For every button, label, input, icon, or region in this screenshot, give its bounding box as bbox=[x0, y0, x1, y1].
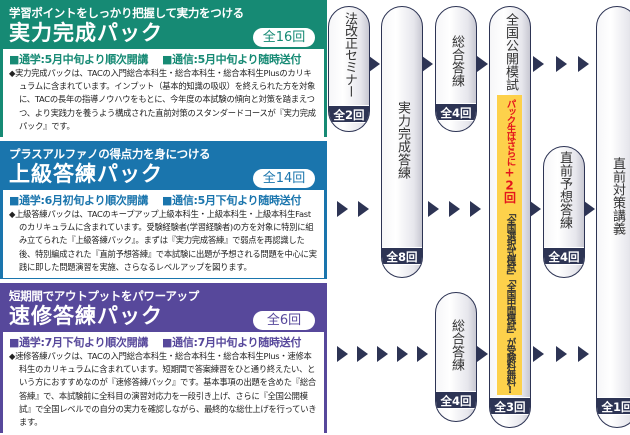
pack-jitsuryoku-kansei: 学習ポイントをしっかり把握して実力をつける 実力完成パック 全16回 ■通学:5… bbox=[0, 0, 327, 138]
banner-red-text: パック生はさらに bbox=[504, 99, 516, 166]
pack-count-badge: 全14回 bbox=[253, 169, 315, 188]
flow-label: 実力完成答練 bbox=[395, 101, 410, 179]
arrow-right-icon bbox=[449, 201, 460, 217]
schedule-mail: ■通信:5月中旬より随時送付 bbox=[162, 53, 302, 66]
arrow-right-icon bbox=[530, 201, 541, 217]
pack-jokyu-toren: プラスアルファノの得点力を身につける 上級答練パック 全14回 ■通学:6月初旬… bbox=[0, 141, 327, 279]
flow-count-badge: 全4回 bbox=[544, 247, 584, 265]
arrow-right-icon bbox=[417, 346, 428, 362]
pack-body: ■通学:5月中旬より順次開講 ■通信:5月中旬より随時送付 ◆実力完成パックは、T… bbox=[3, 49, 324, 138]
banner-dark-text: 「全国選択式模試」「全国中間模試」が受験料無料! bbox=[504, 208, 516, 395]
pack-title: 実力完成パック bbox=[9, 21, 163, 45]
arrow-right-icon bbox=[584, 201, 595, 217]
pack-subtitle: 学習ポイントをしっかり把握して実力をつける bbox=[9, 6, 244, 20]
pack-body: ■通学:6月初旬より順次開講 ■通信:5月下旬より随時送付 ◆上級答練パックは、T… bbox=[3, 190, 324, 279]
schedule-class: ■通学:7月下旬より順次開講 bbox=[9, 336, 149, 349]
pack-header: プラスアルファノの得点力を身につける 上級答練パック 全14回 bbox=[3, 144, 324, 190]
arrow-right-icon bbox=[533, 56, 544, 72]
arrow-right-icon bbox=[533, 346, 544, 362]
flow-label: 総合答練 bbox=[449, 319, 464, 371]
flow-sogo-top: 総合答練 全4回 bbox=[435, 6, 477, 132]
arrow-right-icon bbox=[470, 201, 481, 217]
flow-label: 全国公開模試 bbox=[503, 13, 518, 91]
banner-plus2: +2回 bbox=[502, 165, 517, 203]
pack-count-badge: 全16回 bbox=[253, 28, 315, 47]
schedule-class: ■通学:6月初旬より順次開講 bbox=[9, 194, 149, 207]
flow-count-badge: 全1回 bbox=[597, 397, 630, 415]
arrow-right-icon bbox=[428, 201, 439, 217]
schedule-mail: ■通信:5月下旬より随時送付 bbox=[162, 194, 302, 207]
pack-subtitle: プラスアルファノの得点力を身につける bbox=[9, 147, 211, 161]
flow-count-badge: 全4回 bbox=[436, 103, 476, 121]
arrow-right-icon bbox=[357, 346, 368, 362]
flow-count-badge: 全2回 bbox=[329, 105, 369, 123]
flow-sogo-bottom: 総合答練 全4回 bbox=[435, 292, 477, 422]
arrow-right-icon bbox=[369, 56, 380, 72]
flow-yoso: 直前予想答練 全4回 bbox=[543, 146, 585, 278]
pack-subtitle: 短期間でアウトプットをパワーアップ bbox=[9, 289, 199, 303]
pack-header: 短期間でアウトプットをパワーアップ 速修答練パック 全6回 bbox=[3, 286, 324, 332]
flow-label: 総合答練 bbox=[449, 35, 464, 87]
banner-highlight: パック生はさらに+2回 bbox=[503, 99, 517, 202]
pack-description: ◆速修答練パックは、TACの入門総合本科生・総合本科生・総合本科生Plus・速修… bbox=[9, 351, 317, 428]
schedule-class: ■通学:5月中旬より順次開講 bbox=[9, 53, 149, 66]
pack-sokushu-toren: 短期間でアウトプットをパワーアップ 速修答練パック 全6回 ■通学:7月下旬より… bbox=[0, 283, 327, 434]
arrow-right-icon bbox=[337, 201, 348, 217]
arrow-right-icon bbox=[556, 346, 567, 362]
pack-title: 上級答練パック bbox=[9, 162, 163, 186]
arrow-right-icon bbox=[578, 56, 589, 72]
arrow-right-icon bbox=[477, 346, 488, 362]
pack-description: ◆実力完成パックは、TACの入門総合本科生・総合本科生・総合本科生Plusのカリ… bbox=[9, 68, 316, 131]
arrow-right-icon bbox=[578, 346, 589, 362]
flow-label: 法改正セミナー bbox=[342, 12, 357, 98]
pack-schedule: ■通学:5月中旬より順次開講 ■通信:5月中旬より随時送付 bbox=[9, 52, 318, 67]
pack-body: ■通学:7月下旬より順次開講 ■通信:7月中旬より随時送付 ◆速修答練パックは、T… bbox=[3, 332, 324, 434]
arrow-right-icon bbox=[337, 346, 348, 362]
pack-count-badge: 全6回 bbox=[253, 311, 315, 330]
pack-schedule: ■通学:6月初旬より順次開講 ■通信:5月下旬より随時送付 bbox=[9, 193, 318, 208]
flow-count-badge: 全3回 bbox=[490, 397, 530, 415]
flow-label: 直前対策講義 bbox=[610, 157, 625, 235]
flow-seminar: 法改正セミナー 全2回 bbox=[328, 6, 370, 132]
flow-count-badge: 全4回 bbox=[436, 391, 476, 409]
free-exam-banner: パック生はさらに+2回 「全国選択式模試」「全国中間模試」が受験料無料! bbox=[497, 95, 522, 395]
pack-header: 学習ポイントをしっかり把握して実力をつける 実力完成パック 全16回 bbox=[3, 3, 324, 49]
pack-schedule: ■通学:7月下旬より順次開講 ■通信:7月中旬より随時送付 bbox=[9, 335, 318, 350]
arrow-right-icon bbox=[377, 346, 388, 362]
arrow-right-icon bbox=[477, 56, 488, 72]
arrow-right-icon bbox=[422, 56, 433, 72]
flow-mogi: 全国公開模試 パック生はさらに+2回 「全国選択式模試」「全国中間模試」が受験料… bbox=[489, 6, 531, 428]
pack-title: 速修答練パック bbox=[9, 304, 163, 328]
flow-count-badge: 全8回 bbox=[382, 247, 422, 265]
pack-description: ◆上級答練パックは、TACのキープアップ上級本科生・上級本科生・上級本科生Fas… bbox=[9, 209, 317, 272]
flow-taisaku: 直前対策講義 全1回 bbox=[596, 6, 630, 428]
arrow-right-icon bbox=[358, 201, 369, 217]
arrow-right-icon bbox=[397, 346, 408, 362]
arrow-right-icon bbox=[556, 56, 567, 72]
schedule-mail: ■通信:7月中旬より随時送付 bbox=[162, 336, 302, 349]
flow-label: 直前予想答練 bbox=[557, 151, 572, 229]
flow-jitsuryoku: 実力完成答練 全8回 bbox=[381, 6, 423, 278]
